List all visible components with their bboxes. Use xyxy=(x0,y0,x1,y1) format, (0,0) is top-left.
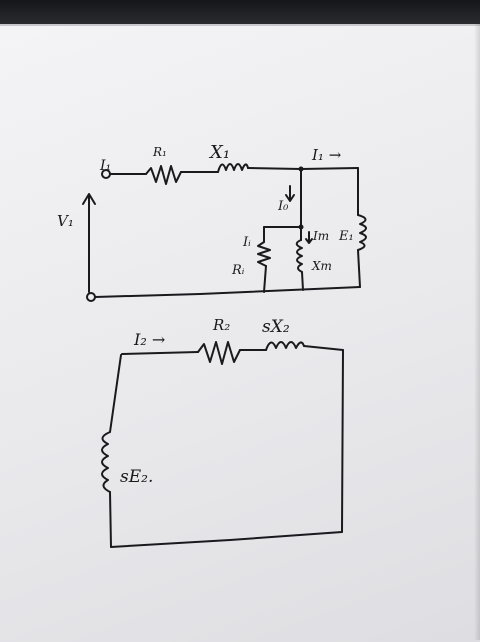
wire-bottom-bottom xyxy=(110,531,343,548)
wire-bottom-top-right xyxy=(303,345,344,351)
wire-e1-bottom xyxy=(357,249,361,288)
label-sx2: sX₂ xyxy=(262,317,290,337)
inductor-e1 xyxy=(357,214,367,251)
label-ri: Rᵢ xyxy=(231,263,245,278)
top-circuit: I₁ R₁ X₁ I₁ → V₁ I₀ Iᵢ Rᵢ Im Xm E₁ xyxy=(57,142,367,302)
im-arrow xyxy=(305,231,313,244)
wire-bottom-top-left xyxy=(121,351,199,355)
label-x1: X₁ xyxy=(208,142,230,163)
dark-background-top xyxy=(0,0,480,26)
bottom-circuit: I₂ → R₂ sX₂ sE₂. xyxy=(101,316,344,548)
wire-xm-bottom xyxy=(301,271,304,291)
inductor-sx2 xyxy=(265,341,305,351)
label-r1: R₁ xyxy=(152,145,167,159)
label-i1-right: I₁ → xyxy=(311,146,342,164)
label-i2: I₂ → xyxy=(133,330,165,349)
bottom-left-terminal xyxy=(86,292,96,302)
inductor-x1 xyxy=(217,163,249,173)
wire-left-upper xyxy=(109,354,122,433)
label-xm: Xm xyxy=(311,259,332,273)
label-im: Im xyxy=(312,229,329,243)
label-r2: R₂ xyxy=(212,316,230,334)
label-se2: sE₂. xyxy=(120,467,153,487)
label-i0: I₀ xyxy=(277,199,289,214)
inductor-xm xyxy=(295,239,303,273)
paper-shadow xyxy=(474,24,480,640)
resistor-ri xyxy=(257,241,271,267)
wire-ri-bottom xyxy=(263,265,267,293)
wire-left-lower xyxy=(109,491,112,548)
inductor-se2 xyxy=(101,431,111,493)
label-ii: Iᵢ xyxy=(242,235,251,250)
label-e1: E₁ xyxy=(338,229,354,244)
wire-bottom-right xyxy=(341,349,344,533)
label-i-in: I₁ xyxy=(99,158,111,174)
wire-bottom-return xyxy=(94,286,361,298)
v1-arrow-head xyxy=(82,193,96,205)
i0-arrow xyxy=(285,185,295,202)
resistor-r2 xyxy=(197,341,241,365)
label-v1: V₁ xyxy=(57,212,74,230)
resistor-r1 xyxy=(145,165,182,185)
